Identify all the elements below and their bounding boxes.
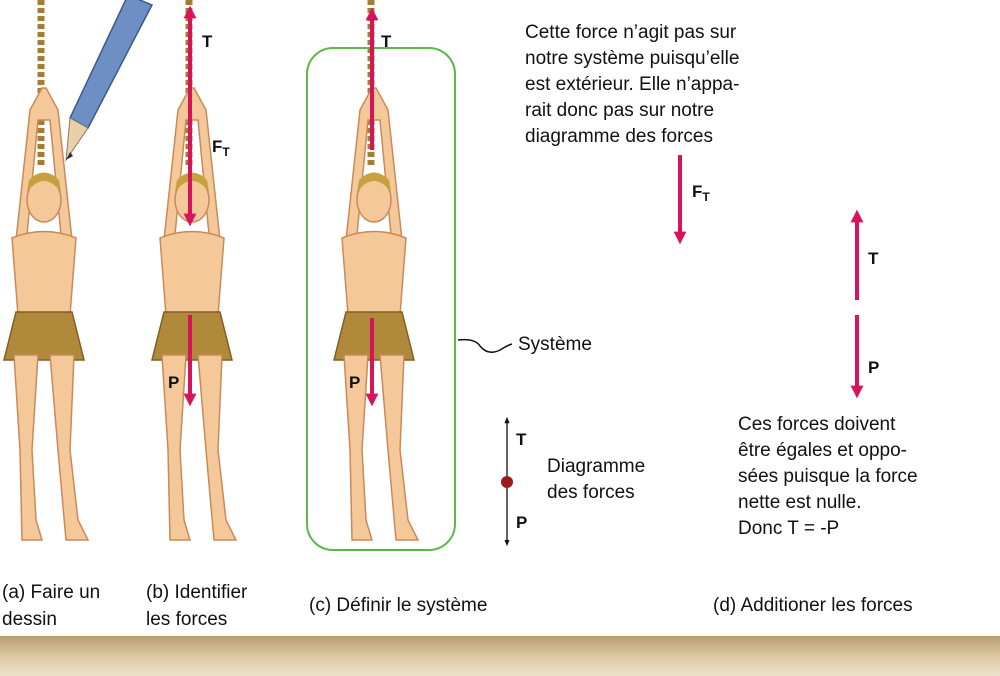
label-p-b: P xyxy=(168,373,179,392)
system-boundary xyxy=(306,47,456,551)
floor-band xyxy=(0,636,1000,676)
svg-text:est extérieur. Elle n’appa-: est extérieur. Elle n’appa- xyxy=(525,74,739,95)
label-t-c: T xyxy=(381,32,392,51)
svg-text:Ces forces doivent: Ces forces doivent xyxy=(738,414,896,435)
fbd-label-t: T xyxy=(516,430,527,449)
system-pointer xyxy=(457,338,513,353)
label-ft-d: FT xyxy=(692,182,710,204)
caption-a-line1: (a) Faire un xyxy=(2,582,100,603)
label-t-b: T xyxy=(202,32,213,51)
label-p-c: P xyxy=(349,373,360,392)
caption-c: (c) Définir le système xyxy=(309,595,487,616)
person-figure-a xyxy=(4,0,88,540)
person-figure-c xyxy=(334,0,418,540)
caption-b-line2: les forces xyxy=(146,609,227,630)
note-equal-forces: Ces forces doivent être égales et oppo- … xyxy=(738,414,918,539)
fbd-label-line2: des forces xyxy=(547,482,635,503)
label-ft-b: FT xyxy=(212,137,230,159)
svg-text:sées puisque la force: sées puisque la force xyxy=(738,466,918,487)
fbd-label-line1: Diagramme xyxy=(547,456,645,477)
pencil-icon xyxy=(65,0,154,162)
caption-a-line2: dessin xyxy=(2,609,57,630)
fbd-point xyxy=(501,476,513,488)
system-label: Système xyxy=(518,334,592,355)
person-figure-b xyxy=(152,0,236,540)
svg-text:notre système puisqu’elle: notre système puisqu’elle xyxy=(525,48,739,69)
svg-text:Cette force n’agit pas sur: Cette force n’agit pas sur xyxy=(525,22,737,43)
label-t-d: T xyxy=(868,249,879,268)
svg-text:être égales et oppo-: être égales et oppo- xyxy=(738,440,907,461)
fbd-label-p: P xyxy=(516,513,527,532)
svg-text:rait donc pas sur notre: rait donc pas sur notre xyxy=(525,100,714,121)
svg-text:Donc T = -P: Donc T = -P xyxy=(738,518,839,539)
svg-text:diagramme des forces: diagramme des forces xyxy=(525,126,713,147)
svg-text:nette est nulle.: nette est nulle. xyxy=(738,492,862,513)
caption-d: (d) Additioner les forces xyxy=(713,595,913,616)
note-external-force: Cette force n’agit pas sur notre système… xyxy=(525,22,739,147)
caption-b-line1: (b) Identifier xyxy=(146,582,248,603)
label-p-d: P xyxy=(868,358,879,377)
